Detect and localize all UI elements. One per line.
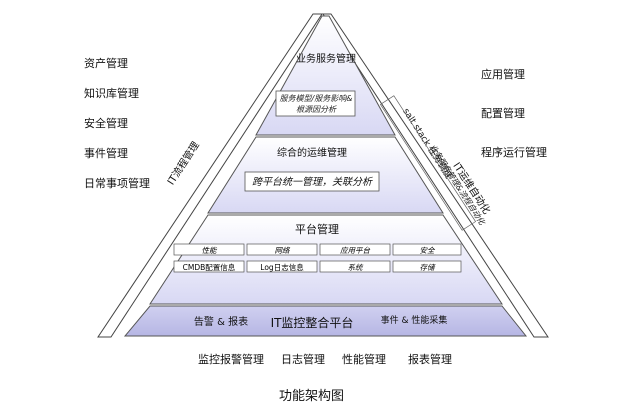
- left-label-event: 事件管理: [84, 147, 128, 160]
- platform-cell: [173, 243, 245, 256]
- top-box-line1: 服务模型/服务影响&: [280, 94, 353, 103]
- bottom-label-report: 报表管理: [408, 353, 452, 366]
- left-band-text: IT流程管理: [164, 139, 202, 187]
- bottom-label-perf: 性能管理: [342, 353, 386, 366]
- bottom-label-log: 日志管理: [281, 353, 325, 366]
- top-title: 业务服务管理: [296, 52, 356, 65]
- right-label-program: 程序运行管理: [481, 146, 547, 159]
- figure-caption: 功能架构图: [279, 389, 345, 404]
- right-label-config: 配置管理: [481, 107, 525, 120]
- platform-cell-text: 系统: [348, 263, 364, 272]
- platform-cell: [246, 243, 318, 256]
- platform-cell: [319, 243, 391, 256]
- left-band: [97, 13, 323, 338]
- left-label-daily: 日常事项管理: [84, 177, 150, 190]
- left-label-security: 安全管理: [84, 117, 128, 130]
- pyramid-tier-platform: [149, 214, 503, 305]
- left-label-asset: 资产管理: [84, 57, 128, 70]
- platform-cell-text: CMDB配置信息: [183, 262, 236, 272]
- right-band-box: [379, 95, 477, 231]
- platform-cell-text: 网络: [275, 246, 291, 255]
- platform-cell-text: 存储: [420, 263, 436, 272]
- platform-title: 平台管理: [295, 222, 339, 236]
- platform-cell-text: 安全: [420, 246, 436, 255]
- base-center-text: IT监控整合平台: [271, 315, 354, 330]
- base-right-text: 事件 & 性能采集: [381, 314, 448, 326]
- mid-box-text: 跨平台统一管理，关联分析: [252, 176, 373, 188]
- bottom-label-monitor: 监控报警管理: [198, 353, 264, 366]
- top-box-line2: 根源因分析: [296, 105, 337, 114]
- pyramid-tier-base: [123, 305, 528, 337]
- left-label-knowledge: 知识库管理: [84, 87, 139, 100]
- top-box: [275, 90, 356, 117]
- base-left-text: 告警 & 报表: [194, 315, 248, 328]
- platform-cells: [173, 243, 462, 273]
- platform-cell: [319, 260, 391, 273]
- platform-cell: [392, 260, 462, 273]
- platform-cell: [246, 260, 318, 273]
- platform-cell-text: 性能: [202, 246, 218, 255]
- platform-cell: [392, 243, 462, 256]
- platform-cell: [173, 260, 245, 273]
- platform-cell-text: 应用平台: [340, 246, 370, 255]
- platform-cell-text: Log日志信息: [260, 262, 304, 272]
- mid-box: [244, 171, 380, 192]
- right-label-app: 应用管理: [481, 68, 525, 81]
- mid-title: 综合的运维管理: [277, 146, 347, 159]
